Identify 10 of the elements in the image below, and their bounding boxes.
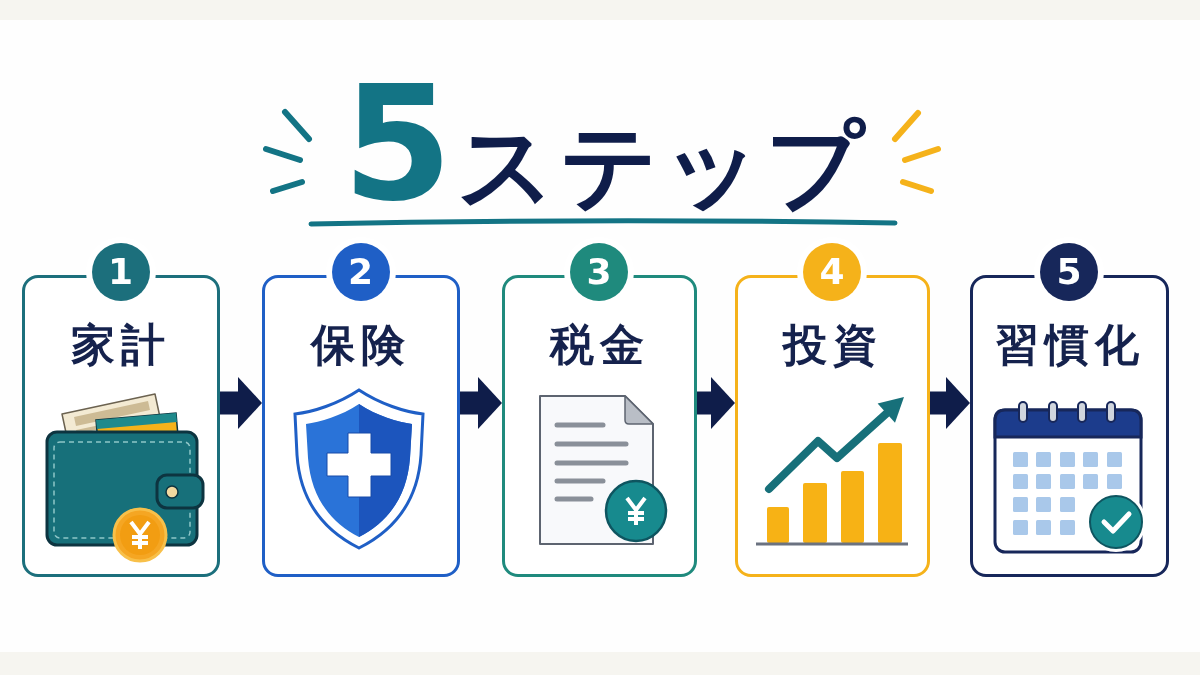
- title: 5ステップ: [342, 81, 870, 215]
- step-heading: 税金: [549, 318, 650, 371]
- arrow: [697, 377, 735, 429]
- step-heading: 習慣化: [994, 318, 1145, 371]
- step-heading: 家計: [71, 318, 171, 371]
- arrow: [930, 377, 970, 429]
- step-heading: 投資: [782, 318, 883, 371]
- step-heading: 保険: [311, 318, 411, 371]
- arrow: [220, 377, 262, 429]
- arrow: [460, 377, 502, 429]
